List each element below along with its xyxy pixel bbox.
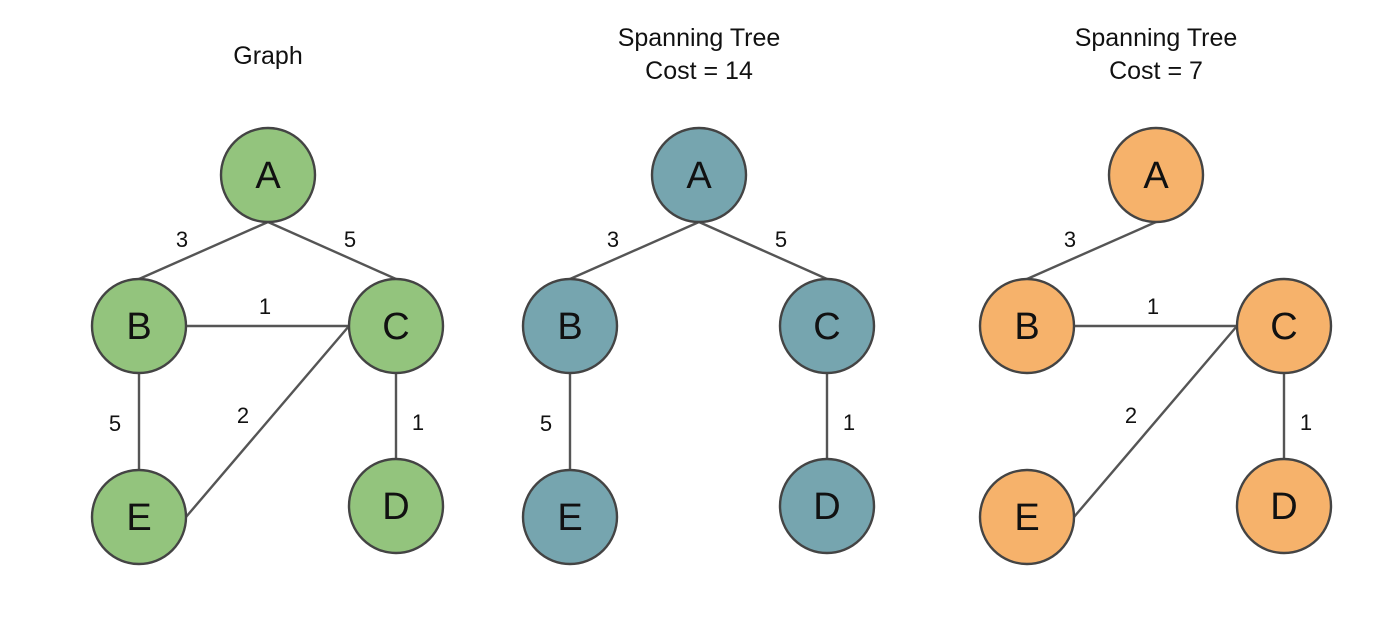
node-label: B — [557, 306, 582, 348]
node-label: E — [126, 497, 151, 539]
panel-title-line: Spanning Tree — [1075, 24, 1238, 52]
edge-weight-label: 2 — [237, 403, 249, 428]
node-label: C — [1270, 306, 1297, 348]
edge-weight-label: 1 — [412, 410, 424, 435]
node-label: D — [1270, 486, 1297, 528]
panel-title-line: Cost = 7 — [1109, 57, 1203, 85]
edge-weight-label: 2 — [1125, 403, 1137, 428]
node-a — [1107, 126, 1205, 224]
node-e — [90, 468, 188, 566]
node-label: B — [1014, 306, 1039, 348]
panel-graph: Graph 3 5 1 5 2 1 A B C D E — [90, 42, 445, 566]
edge-weight-label: 3 — [1064, 227, 1076, 252]
node-a — [219, 126, 317, 224]
edge-weight-label: 1 — [843, 410, 855, 435]
panel-title-line: Graph — [233, 42, 302, 70]
node-label: C — [382, 306, 409, 348]
edge-weight-label: 5 — [109, 411, 121, 436]
edge-weight-label: 1 — [1147, 294, 1159, 319]
panel-title-line: Cost = 14 — [645, 57, 753, 85]
node-b — [90, 277, 188, 375]
edge-c-e — [185, 325, 350, 518]
node-b — [978, 277, 1076, 375]
node-label: D — [382, 486, 409, 528]
node-label: C — [813, 306, 840, 348]
node-label: E — [557, 497, 582, 539]
node-b — [521, 277, 619, 375]
edge-weight-label: 1 — [259, 294, 271, 319]
node-c — [347, 277, 445, 375]
node-label: A — [686, 155, 712, 197]
edge-a-b — [1026, 220, 1157, 281]
node-d — [778, 457, 876, 555]
node-label: B — [126, 306, 151, 348]
node-d — [347, 457, 445, 555]
edge-weight-label: 5 — [344, 227, 356, 252]
node-a — [650, 126, 748, 224]
panel-title-line: Spanning Tree — [618, 24, 781, 52]
edge-c-e — [1073, 325, 1238, 518]
node-c — [778, 277, 876, 375]
node-label: E — [1014, 497, 1039, 539]
node-e — [521, 468, 619, 566]
node-e — [978, 468, 1076, 566]
edge-weight-label: 5 — [540, 411, 552, 436]
edge-weight-label: 3 — [176, 227, 188, 252]
node-label: A — [1143, 155, 1169, 197]
node-d — [1235, 457, 1333, 555]
node-label: D — [813, 486, 840, 528]
node-label: A — [255, 155, 281, 197]
edge-weight-label: 5 — [775, 227, 787, 252]
edge-a-b — [569, 220, 700, 281]
edge-weight-label: 3 — [607, 227, 619, 252]
edge-a-c — [698, 220, 828, 281]
edge-a-c — [267, 220, 397, 281]
edge-weight-label: 1 — [1300, 410, 1312, 435]
node-c — [1235, 277, 1333, 375]
edge-a-b — [138, 220, 269, 281]
